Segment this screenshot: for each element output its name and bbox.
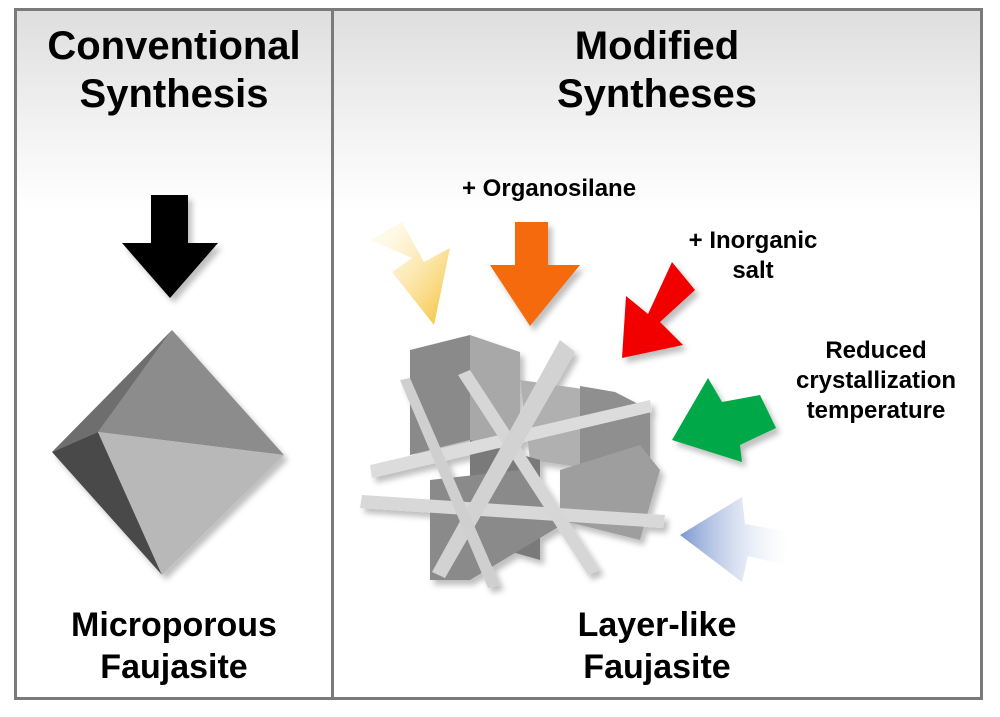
label-line: salt <box>732 257 774 284</box>
title-line: Conventional <box>47 24 301 68</box>
microporous-caption: Microporous Faujasite <box>14 604 334 688</box>
green-arrow-icon <box>672 378 776 462</box>
caption-line: Faujasite <box>100 648 248 686</box>
inorganic-salt-label: + Inorganic salt <box>668 226 838 286</box>
conventional-title: Conventional Synthesis <box>14 22 334 118</box>
orange-arrow-icon <box>490 222 580 326</box>
title-line: Syntheses <box>556 72 758 116</box>
layered-crystal-icon <box>360 335 665 588</box>
label-line: temperature <box>806 397 946 424</box>
down-arrow-icon <box>122 195 218 298</box>
label-line: crystallization <box>795 367 957 394</box>
modified-title: Modified Syntheses <box>331 22 983 118</box>
caption-line: Layer-like <box>577 606 737 644</box>
red-arrow-icon <box>622 262 695 358</box>
label-line: + Inorganic <box>688 227 818 254</box>
yellow-arrow-icon <box>370 222 450 325</box>
title-line: Synthesis <box>79 72 269 116</box>
organosilane-label: + Organosilane <box>462 175 637 202</box>
octahedron-crystal-icon <box>52 330 284 575</box>
caption-line: Microporous <box>71 606 277 644</box>
layer-like-caption: Layer-like Faujasite <box>331 604 983 688</box>
blue-arrow-icon <box>680 497 790 582</box>
reduced-temperature-label: Reduced crystallization temperature <box>776 336 976 426</box>
title-line: Modified <box>574 24 740 68</box>
caption-line: Faujasite <box>583 648 731 686</box>
label-line: Reduced <box>825 337 927 364</box>
